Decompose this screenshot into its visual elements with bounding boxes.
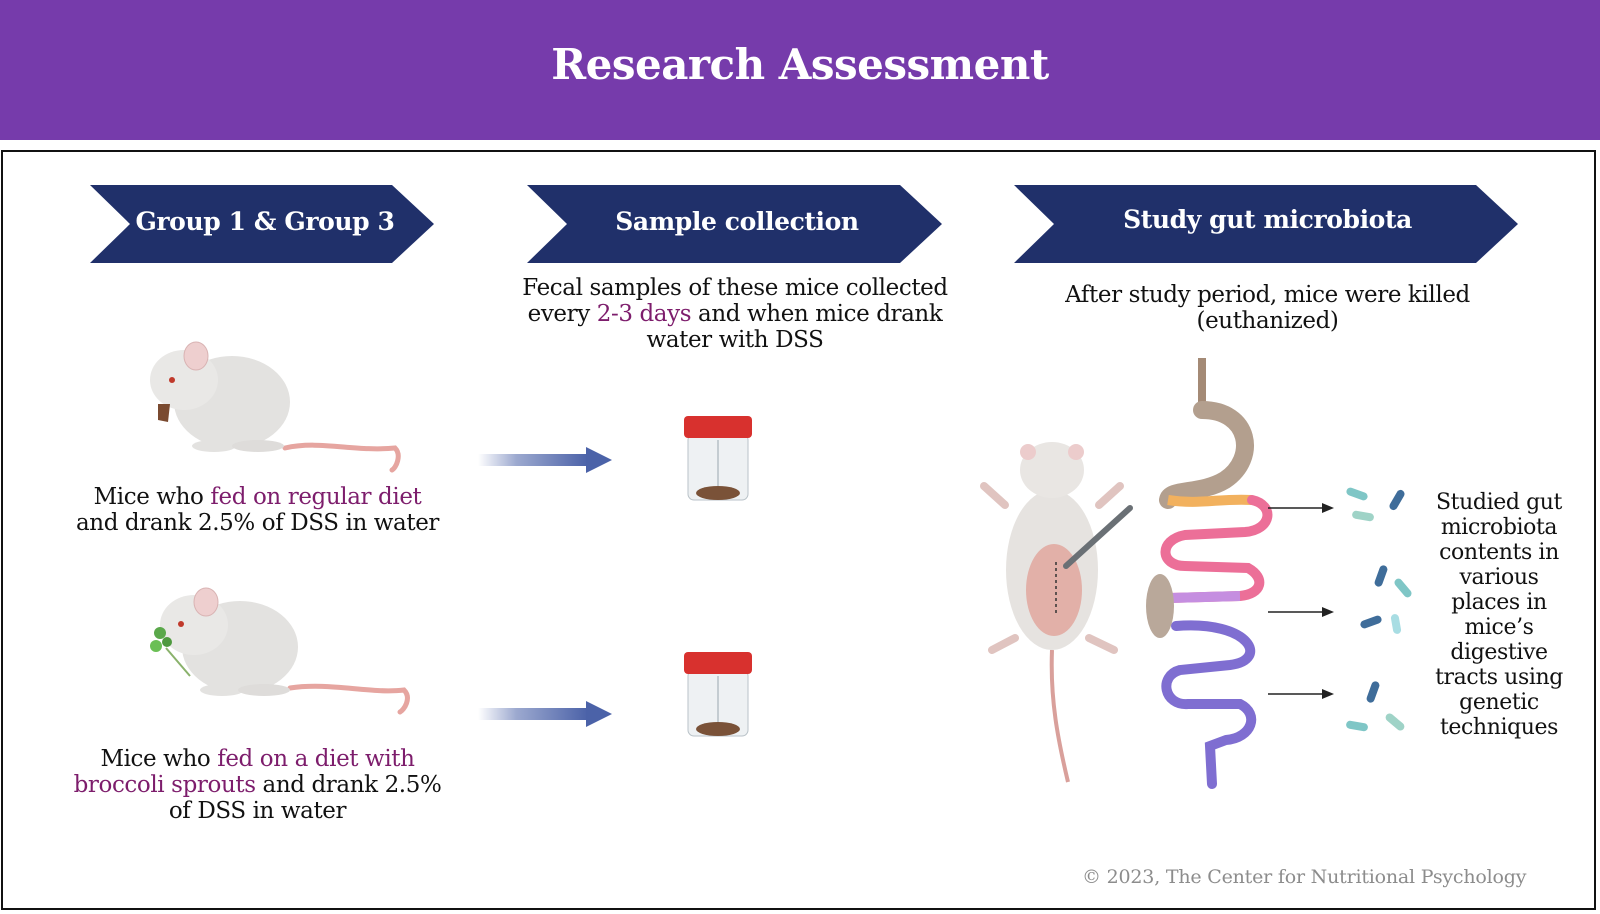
page-title: Research Assessment [551, 40, 1049, 89]
step-label-group: Group 1 & Group 3 [135, 207, 395, 236]
group1-caption: Mice who fed on regular diet and drank 2… [50, 484, 465, 536]
caption-line: and drank 2.5% of DSS in water [75, 510, 440, 536]
note-text: every [527, 301, 597, 327]
arrow-group1-to-sample [478, 447, 612, 473]
note-text: and when mice drank [691, 301, 943, 327]
note-highlight: 2-3 days [596, 301, 692, 327]
step-chevron-1 [90, 185, 434, 263]
dissected-mouse-icon [980, 442, 1133, 783]
content-frame [1, 150, 1596, 910]
caption-text: and drank 2.5% [255, 772, 442, 798]
copyright-footer: © 2023, The Center for Nutritional Psych… [1082, 866, 1527, 888]
note-line: Fecal samples of these mice collected [522, 275, 948, 301]
note-line: After study period, mice were killed [1065, 282, 1470, 308]
sample-jar-icon [684, 652, 752, 737]
group3-caption: Mice who fed on a diet with broccoli spr… [50, 746, 465, 824]
caption-line: of DSS in water [168, 798, 347, 824]
microbes-icon [1346, 487, 1412, 732]
header-bar: Research Assessment [0, 0, 1600, 140]
mouse-eating-icon [150, 341, 401, 473]
caption-line: broccoli sprouts and drank 2.5% [50, 772, 465, 798]
caption-highlight: fed on a diet with [217, 746, 415, 772]
arrow-group3-to-sample [478, 701, 612, 727]
step-label-study: Study gut microbiota [1123, 205, 1412, 234]
caption-highlight: fed on regular diet [210, 484, 422, 510]
mouse-broccoli-icon [150, 587, 410, 715]
caption-line: Mice who fed on regular diet [50, 484, 465, 510]
digestive-tract-icon [1146, 358, 1334, 789]
caption-text: Mice who [100, 746, 218, 772]
caption-highlight: broccoli sprouts [73, 772, 256, 798]
sample-collection-note: Fecal samples of these mice collected ev… [500, 275, 970, 353]
caption-text: Mice who [93, 484, 211, 510]
sample-jar-icon [684, 416, 752, 501]
step-chevron-2 [527, 185, 942, 263]
caption-line: Mice who fed on a diet with [50, 746, 465, 772]
step-chevron-3 [1014, 185, 1518, 263]
note-line: every 2-3 days and when mice drank [500, 301, 970, 327]
study-note: After study period, mice were killed (eu… [1030, 282, 1505, 334]
step-label-sample: Sample collection [615, 207, 859, 236]
note-line: (euthanized) [1196, 308, 1339, 334]
microbiota-description: Studied gut microbiota contents in vario… [1435, 490, 1563, 740]
note-line: water with DSS [646, 327, 824, 353]
